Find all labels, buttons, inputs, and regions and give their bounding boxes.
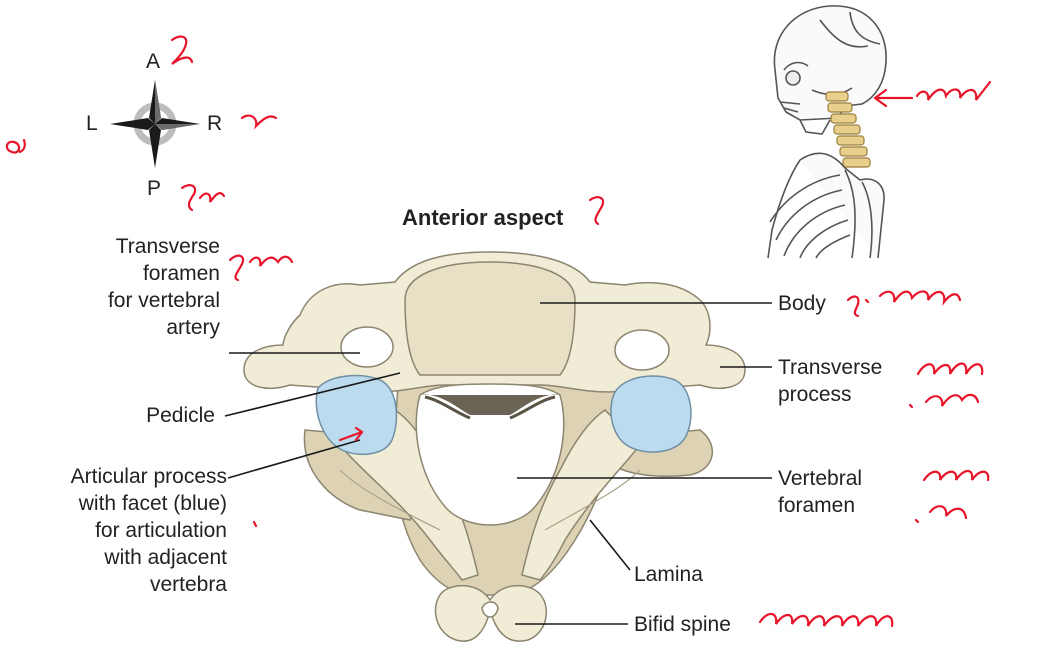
compass-left-label: L: [86, 112, 98, 136]
label-line: process: [778, 381, 882, 408]
label-line: with adjacent: [71, 544, 227, 571]
label-body: Body: [778, 290, 826, 317]
compass-posterior-label: P: [147, 177, 161, 201]
right-articular-facet: [611, 376, 691, 452]
label-line: artery: [108, 314, 220, 341]
compass-anterior-label: A: [146, 50, 160, 74]
label-line: foramen: [108, 260, 220, 287]
label-word: artery: [166, 316, 220, 339]
label-line: Vertebral: [778, 465, 862, 492]
compass-right-label: R: [207, 112, 222, 136]
label-transverse-foramen: Transverse foramen for vertebral artery: [108, 233, 220, 341]
label-bifid-spine: Bifid spine: [634, 611, 731, 638]
label-line: for vertebral: [108, 287, 220, 314]
label-pedicle: Pedicle: [146, 402, 215, 429]
skeleton-thumbnail: [768, 6, 886, 258]
label-transverse-process: Transverse process: [778, 354, 882, 408]
label-line: Transverse: [778, 354, 882, 381]
label-articular-process: Articular process with facet (blue) for …: [71, 463, 227, 598]
label-line: foramen: [778, 492, 862, 519]
label-line: Articular process: [71, 463, 227, 490]
label-line: with facet (blue): [71, 490, 227, 517]
label-line: Transverse: [108, 233, 220, 260]
label-line: vertebra: [71, 571, 227, 598]
compass-rose: [110, 80, 200, 168]
label-line: for articulation: [71, 517, 227, 544]
label-lamina: Lamina: [634, 561, 703, 588]
label-vertebral-foramen: Vertebral foramen: [778, 465, 862, 519]
view-title: Anterior aspect: [402, 205, 563, 231]
